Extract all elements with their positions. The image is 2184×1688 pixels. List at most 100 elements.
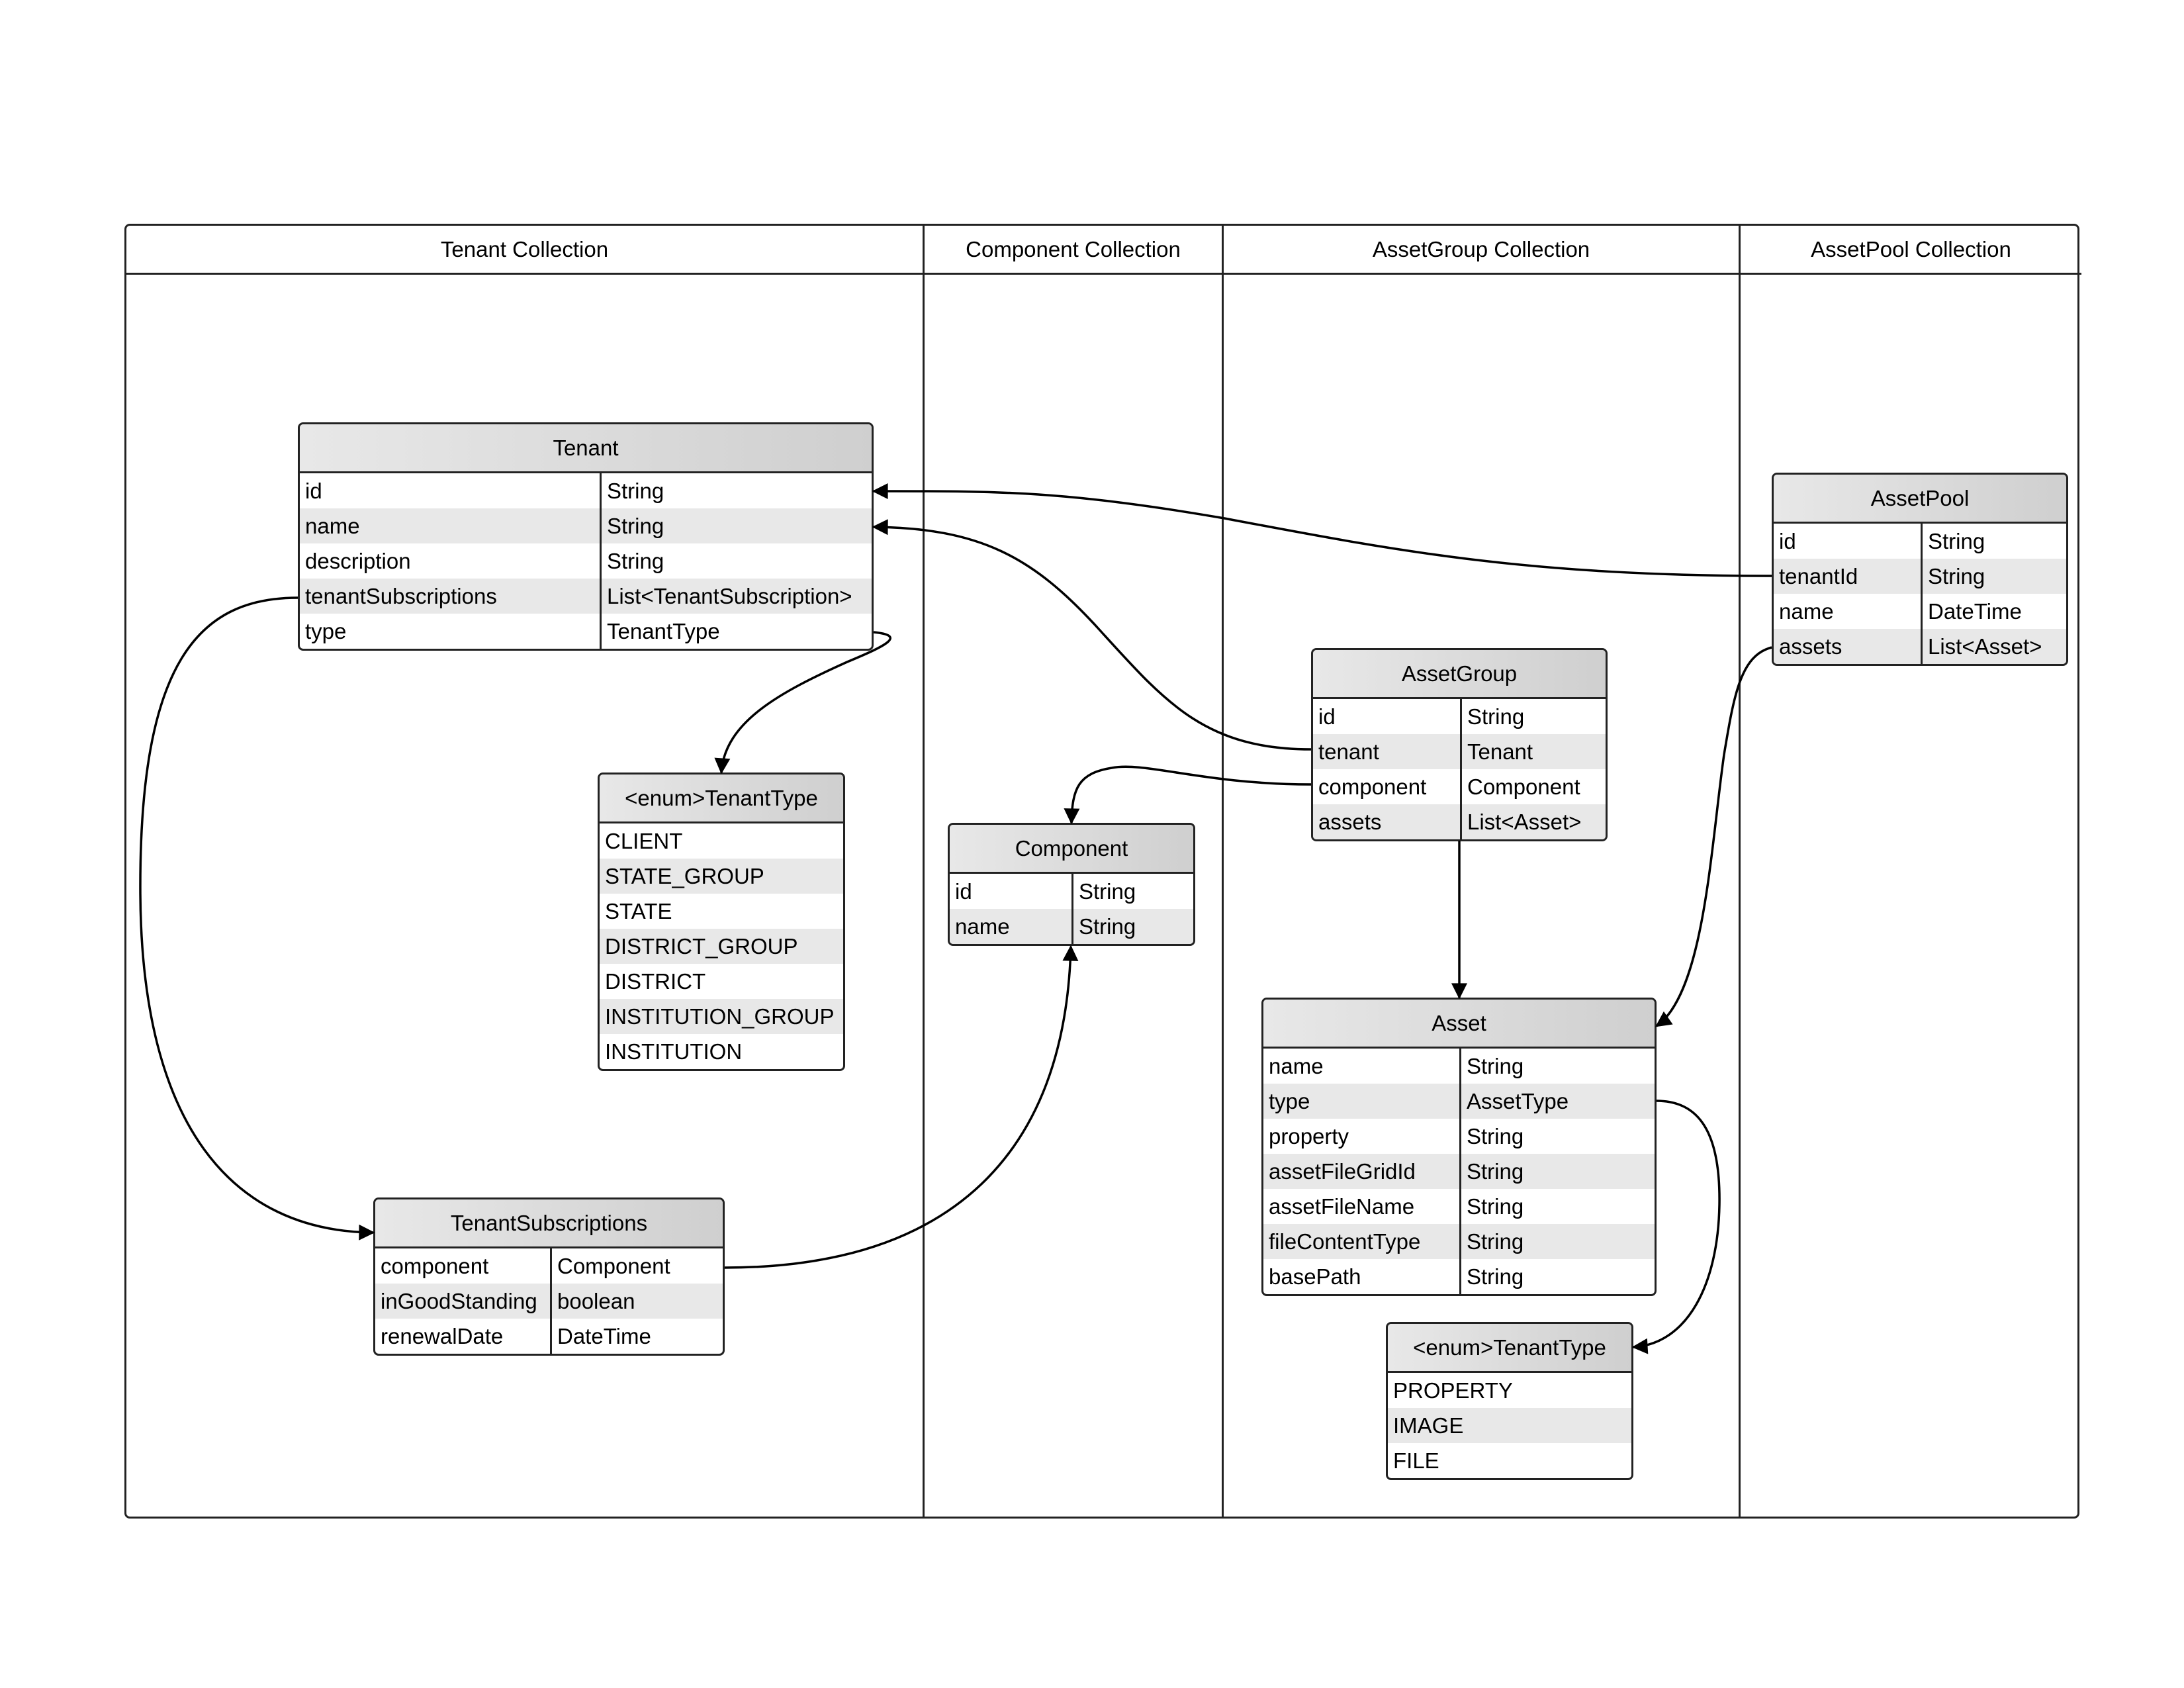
entity-title: AssetGroup <box>1313 650 1606 699</box>
entity-title: Asset <box>1263 1000 1655 1049</box>
field-type: AssetType <box>1467 1088 1569 1113</box>
field-row: IMAGE <box>1388 1408 1631 1443</box>
edge-assetgroup-tenant-to-tenant-name <box>872 519 1312 751</box>
field-row: STATE <box>600 894 843 929</box>
field-row: description String <box>300 543 872 579</box>
edge-tenant-subscriptions-to-tenantsubscriptions <box>139 596 375 1241</box>
field-row: DISTRICT_GROUP <box>600 929 843 964</box>
edge-asset-type-to-assettype-enum <box>1631 1100 1721 1354</box>
field-type: String <box>1467 1123 1524 1149</box>
field-type: String <box>607 513 664 538</box>
field-type: String <box>1467 1053 1524 1078</box>
field-row: component Component <box>1313 769 1606 804</box>
field-type: String <box>1079 878 1136 904</box>
field-name: description <box>305 548 411 573</box>
field-name: tenantId <box>1779 563 1858 588</box>
field-row: assetFileName String <box>1263 1189 1655 1224</box>
field-name: assetFileName <box>1269 1194 1415 1219</box>
edge-tenant-type-to-tenanttype-enum <box>714 631 891 774</box>
edge-tenantsubscriptions-component-to-component <box>724 945 1079 1269</box>
column-divider <box>1071 874 1073 944</box>
enum-value: INSTITUTION_GROUP <box>605 1004 835 1029</box>
field-name: type <box>305 618 347 643</box>
field-row: id String <box>1774 524 2066 559</box>
field-type: List<Asset> <box>1928 633 2042 659</box>
field-name: id <box>955 878 972 904</box>
field-name: fileContentType <box>1269 1229 1421 1254</box>
field-name: name <box>1779 598 1834 624</box>
field-name: type <box>1269 1088 1310 1113</box>
field-type: String <box>1079 914 1136 939</box>
lane-title: AssetPool Collection <box>1741 226 2081 275</box>
enum-value: STATE_GROUP <box>605 863 764 888</box>
entity-title: TenantSubscriptions <box>375 1199 723 1248</box>
enum-value: PROPERTY <box>1393 1378 1513 1403</box>
lane-component-collection: Component Collection <box>925 226 1224 1517</box>
column-divider <box>1460 699 1462 839</box>
field-row: CLIENT <box>600 823 843 859</box>
entity-title: <enum>TenantType <box>600 774 843 823</box>
enum-value: FILE <box>1393 1448 1439 1473</box>
field-row: renewalDate DateTime <box>375 1319 723 1354</box>
field-name: component <box>381 1253 489 1278</box>
enum-value: INSTITUTION <box>605 1039 743 1064</box>
field-type: Tenant <box>1467 739 1533 764</box>
field-name: name <box>1269 1053 1324 1078</box>
entity-title: <enum>TenantType <box>1388 1324 1631 1373</box>
field-row: tenantId String <box>1774 559 2066 594</box>
entity-title: Component <box>950 825 1193 874</box>
field-name: assets <box>1779 633 1843 659</box>
field-row: name String <box>300 508 872 543</box>
field-name: basePath <box>1269 1264 1361 1289</box>
enum-value: DISTRICT_GROUP <box>605 933 798 959</box>
field-type: List<Asset> <box>1467 809 1582 834</box>
field-type: List<TenantSubscription> <box>607 583 852 608</box>
entity-title: AssetPool <box>1774 475 2066 524</box>
enum-value: IMAGE <box>1393 1413 1464 1438</box>
column-divider <box>1921 524 1923 664</box>
field-type: String <box>1928 528 1985 553</box>
edge-assetpool-assets-to-asset <box>1655 646 1772 1027</box>
field-row: id String <box>1313 699 1606 734</box>
column-divider <box>1459 1049 1461 1294</box>
edge-assetgroup-component-to-component <box>1064 765 1312 825</box>
field-name: tenantSubscriptions <box>305 583 497 608</box>
edge-assetpool-tenantid-to-tenant-id <box>872 483 1772 577</box>
field-type: String <box>607 548 664 573</box>
enum-value: CLIENT <box>605 828 683 853</box>
field-type: DateTime <box>557 1323 651 1348</box>
field-type: String <box>1467 1264 1524 1289</box>
field-row: INSTITUTION_GROUP <box>600 999 843 1034</box>
field-name: inGoodStanding <box>381 1288 537 1313</box>
field-type: Component <box>1467 774 1580 799</box>
field-name: id <box>1318 704 1336 729</box>
field-row: STATE_GROUP <box>600 859 843 894</box>
field-name: component <box>1318 774 1427 799</box>
field-name: name <box>305 513 360 538</box>
field-type: String <box>1928 563 1985 588</box>
field-type: String <box>1467 1194 1524 1219</box>
field-row: id String <box>950 874 1193 909</box>
field-name: name <box>955 914 1010 939</box>
field-row: type AssetType <box>1263 1084 1655 1119</box>
field-type: String <box>1467 704 1525 729</box>
field-row: INSTITUTION <box>600 1034 843 1069</box>
field-row: name String <box>1263 1049 1655 1084</box>
field-row: assets List<Asset> <box>1774 629 2066 664</box>
field-name: id <box>1779 528 1796 553</box>
field-name: renewalDate <box>381 1323 504 1348</box>
